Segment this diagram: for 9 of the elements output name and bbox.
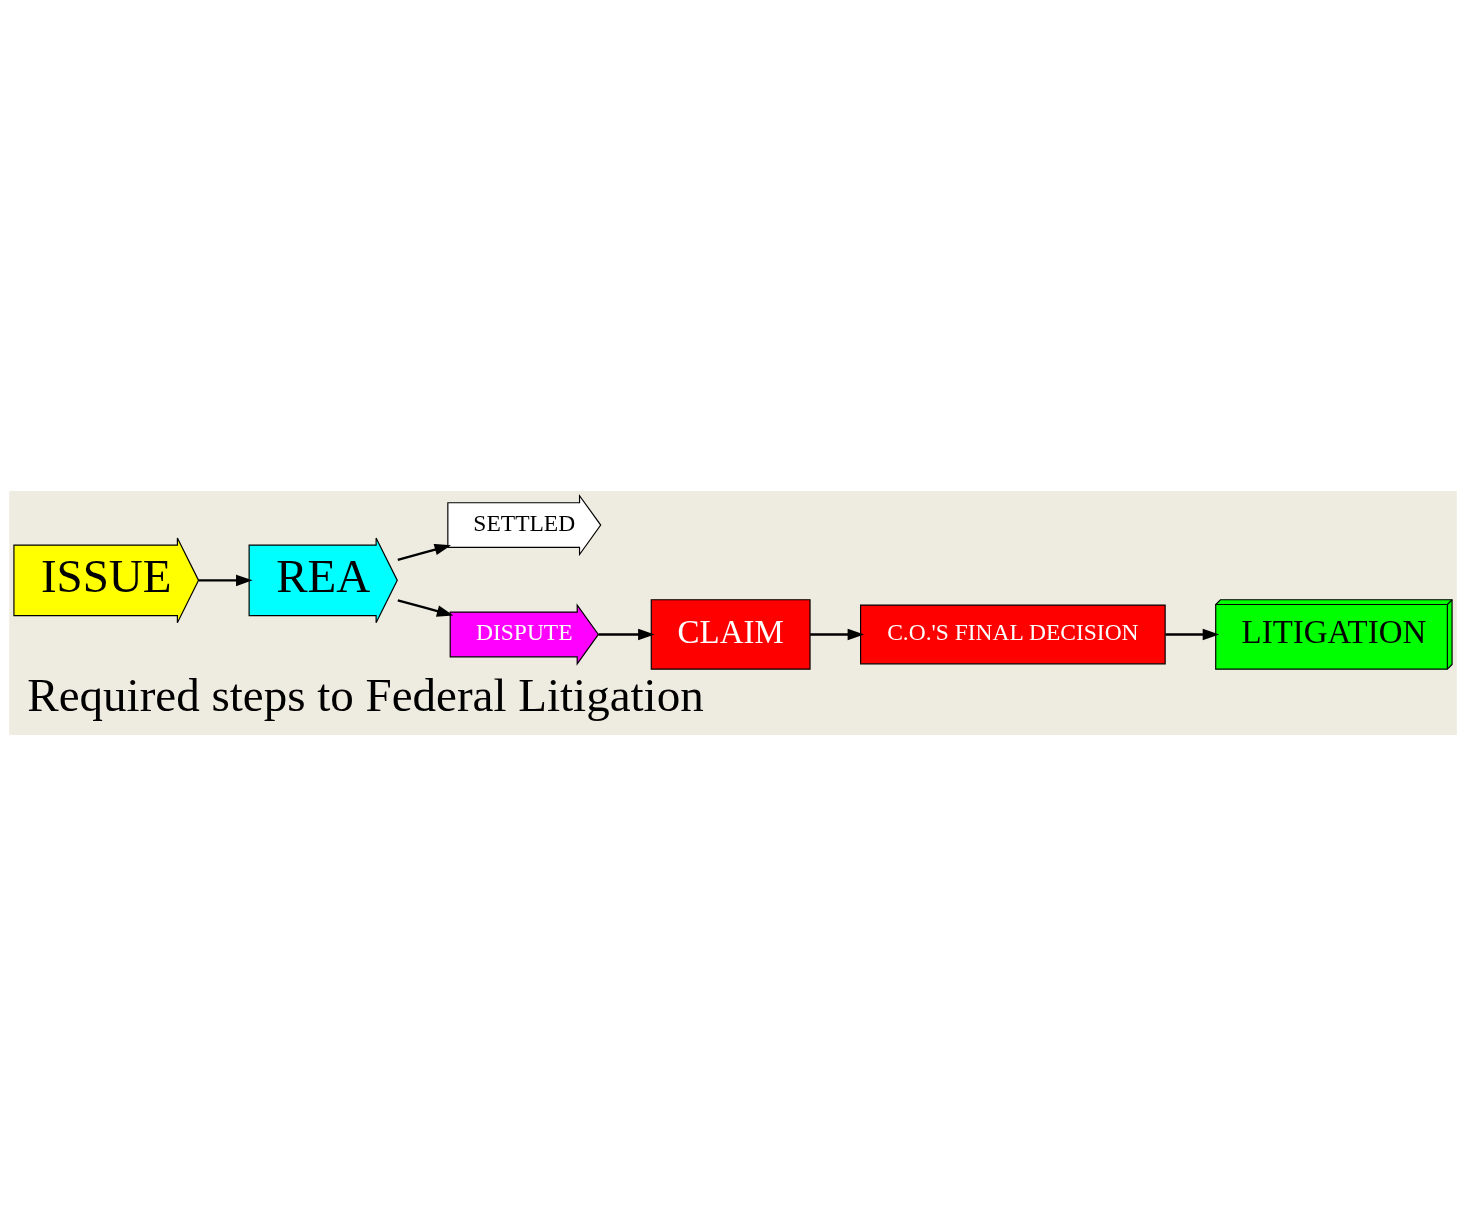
diagram-title: Required steps to Federal Litigation xyxy=(27,668,704,721)
arrow xyxy=(198,574,253,586)
node-box: C.O.'S FINAL DECISION xyxy=(860,603,1166,664)
arrow xyxy=(397,543,452,561)
arrow xyxy=(598,628,655,640)
node-box: CLAIM xyxy=(650,598,811,670)
arrow xyxy=(810,628,865,640)
arrow xyxy=(397,598,454,617)
arrow xyxy=(1165,628,1220,640)
